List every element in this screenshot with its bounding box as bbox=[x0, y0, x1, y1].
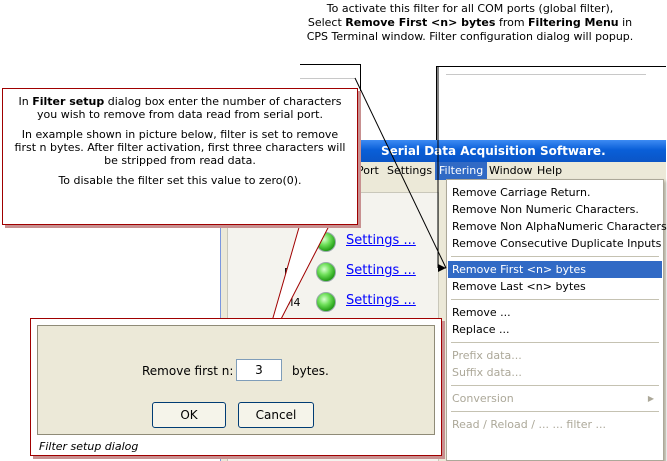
note-text: in bbox=[618, 16, 633, 29]
menu-item-replace[interactable]: Replace ... bbox=[452, 323, 510, 336]
filtering-menu: Remove Carriage Return. Remove Non Numer… bbox=[446, 179, 667, 461]
status-led-icon bbox=[316, 262, 336, 282]
port-settings-link[interactable]: Settings ... bbox=[346, 263, 416, 278]
menu-help[interactable]: Help bbox=[537, 164, 563, 177]
frame-line bbox=[446, 74, 646, 75]
dialog-frame: Remove first n: bytes. OK Cancel Filter … bbox=[30, 318, 442, 456]
frame-line bbox=[300, 64, 360, 65]
note-text: from bbox=[495, 16, 529, 29]
callout-text: In bbox=[18, 95, 33, 108]
menu-separator bbox=[451, 385, 659, 386]
port-settings-link[interactable]: Settings ... bbox=[346, 293, 416, 308]
menu-item-remove-duplicates[interactable]: Remove Consecutive Duplicate Inputs bbox=[452, 237, 662, 250]
cancel-button[interactable]: Cancel bbox=[238, 402, 314, 428]
frame-line bbox=[436, 66, 666, 67]
menu-item-remove-carriage-return[interactable]: Remove Carriage Return. bbox=[452, 186, 591, 199]
ok-button[interactable]: OK bbox=[152, 402, 226, 428]
callout-paragraph: In example shown in picture below, filte… bbox=[14, 128, 346, 167]
filter-setup-dialog: Remove first n: bytes. OK Cancel bbox=[37, 325, 435, 435]
callout-paragraph: In Filter setup dialog box enter the num… bbox=[13, 95, 347, 121]
note-line-1: To activate this filter for all COM port… bbox=[326, 2, 614, 15]
status-led-icon bbox=[316, 292, 336, 312]
bytes-unit-label: bytes. bbox=[292, 364, 329, 378]
frame-line bbox=[360, 64, 361, 140]
menu-item-remove-non-numeric[interactable]: Remove Non Numeric Characters. bbox=[452, 203, 639, 216]
menu-item-remove[interactable]: Remove ... bbox=[452, 306, 511, 319]
remove-first-n-input[interactable] bbox=[236, 359, 282, 381]
frame-line bbox=[436, 66, 437, 140]
menu-item-read-reload-filter[interactable]: Read / Reload / ... ... filter ... bbox=[452, 418, 607, 431]
callout-paragraph: To disable the filter set this value to … bbox=[58, 174, 302, 187]
menu-item-remove-last-n-bytes[interactable]: Remove Last <n> bytes bbox=[452, 280, 586, 293]
dialog-caption: Filter setup dialog bbox=[39, 440, 139, 453]
callout-text: dialog box enter the number of character… bbox=[37, 95, 342, 121]
instruction-note: To activate this filter for all COM port… bbox=[300, 2, 640, 44]
port-settings-link[interactable]: Settings ... bbox=[346, 233, 416, 248]
remove-first-label: Remove first n: bbox=[142, 364, 234, 378]
note-emphasis: Remove First <n> bytes bbox=[345, 16, 496, 29]
menu-separator bbox=[451, 342, 659, 343]
instruction-callout: In Filter setup dialog box enter the num… bbox=[2, 88, 358, 225]
pointer-arrowhead-icon bbox=[438, 264, 446, 272]
menu-item-prefix-data[interactable]: Prefix data... bbox=[452, 349, 522, 362]
note-text: Select bbox=[307, 16, 346, 29]
menu-item-remove-first-n-bytes[interactable]: Remove First <n> bytes bbox=[448, 261, 662, 278]
note-line-2: Select Remove First <n> bytes from Filte… bbox=[300, 16, 640, 30]
menu-filtering[interactable]: Filtering bbox=[435, 162, 488, 180]
submenu-arrow-icon: ▶ bbox=[647, 394, 654, 403]
menu-item-remove-non-alphanumeric[interactable]: Remove Non AlphaNumeric Characters. bbox=[452, 220, 667, 233]
menu-separator bbox=[451, 256, 659, 257]
menu-separator bbox=[451, 299, 659, 300]
menu-window[interactable]: Window bbox=[489, 164, 533, 177]
note-line-3: CPS Terminal window. Filter configuratio… bbox=[306, 30, 634, 43]
frame-line bbox=[300, 78, 355, 79]
menu-item-conversion[interactable]: Conversion ▶ bbox=[448, 390, 662, 407]
menu-item-label: Conversion bbox=[452, 392, 514, 405]
note-emphasis: Filtering Menu bbox=[528, 16, 619, 29]
menu-separator bbox=[451, 411, 659, 412]
menu-item-suffix-data[interactable]: Suffix data... bbox=[452, 366, 522, 379]
pointer-line bbox=[354, 77, 447, 269]
callout-emphasis: Filter setup bbox=[32, 95, 105, 108]
menu-port[interactable]: Port bbox=[357, 164, 379, 177]
